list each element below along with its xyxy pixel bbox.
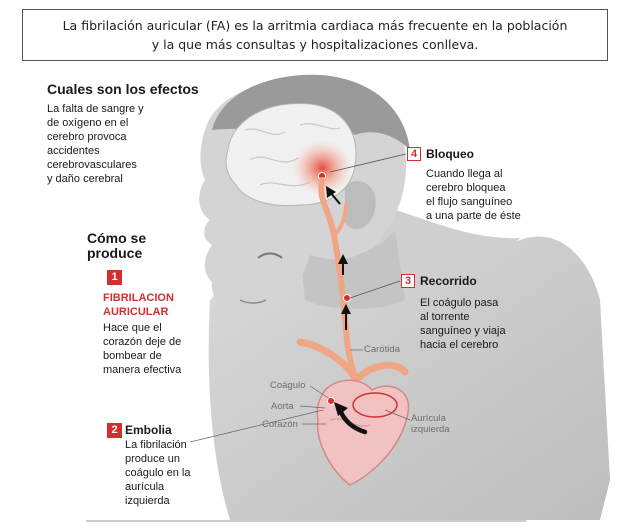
atrium-highlight xyxy=(352,392,398,418)
callout-line-recorrido xyxy=(349,280,401,299)
neck-shape xyxy=(300,230,405,309)
label-auricula: Aurícula izquierda xyxy=(411,413,450,435)
step-1-title: FIBRILACION AURICULAR xyxy=(103,292,174,318)
step-2-badge: 2 xyxy=(107,423,122,438)
step-1-text: Hace que el corazón deje de bombear de m… xyxy=(103,322,182,376)
carotid-branch xyxy=(332,203,348,237)
step-3-badge: 3 xyxy=(401,274,415,288)
efectos-title: Cuales son los efectos xyxy=(47,81,199,97)
shoulder-shape xyxy=(360,205,520,278)
como-title: Cómo se produce xyxy=(87,230,147,261)
eye-shape xyxy=(257,252,283,259)
header-line-1: La fibrilación auricular (FA) es la arri… xyxy=(62,18,568,33)
clot-in-heart xyxy=(327,397,335,405)
step-1-badge: 1 xyxy=(107,270,122,285)
callout-line-bloqueo xyxy=(329,153,407,173)
header-box: La fibrilación auricular (FA) es la arri… xyxy=(22,9,608,61)
callout-line-coagulo xyxy=(309,385,331,400)
step-2-title: Embolia xyxy=(125,423,172,437)
efectos-text: La falta de sangre y de oxígeno en el ce… xyxy=(47,103,144,185)
callout-line-auricula xyxy=(384,409,411,421)
step-2-text: La fibrilación produce un coágulo en la … xyxy=(125,439,191,507)
mouth-shape xyxy=(239,299,267,304)
brain-glow xyxy=(292,140,352,196)
ear-shape xyxy=(345,181,376,230)
label-corazon: Corazón xyxy=(262,419,298,430)
clot-in-artery xyxy=(343,294,351,302)
step-4-text: Cuando llega al cerebro bloquea el flujo… xyxy=(426,168,521,222)
aorta-vessel xyxy=(296,338,409,384)
callout-line-aorta xyxy=(299,405,326,409)
callout-line-embolia xyxy=(189,409,324,443)
torso-shape xyxy=(208,236,611,521)
label-coagulo: Coágulo xyxy=(270,380,306,391)
step-4-title: Bloqueo xyxy=(426,147,474,161)
carotid-vessel xyxy=(318,177,359,383)
label-aorta: Aorta xyxy=(271,401,294,412)
header-line-2: y la que más consultas y hospitalizacion… xyxy=(151,37,479,52)
step-4-badge: 4 xyxy=(407,147,421,161)
step-3-title: Recorrido xyxy=(420,274,477,288)
step-3-text: El coágulo pasa al torrente sanguíneo y … xyxy=(420,297,506,351)
label-carotida: Carótida xyxy=(364,344,400,355)
